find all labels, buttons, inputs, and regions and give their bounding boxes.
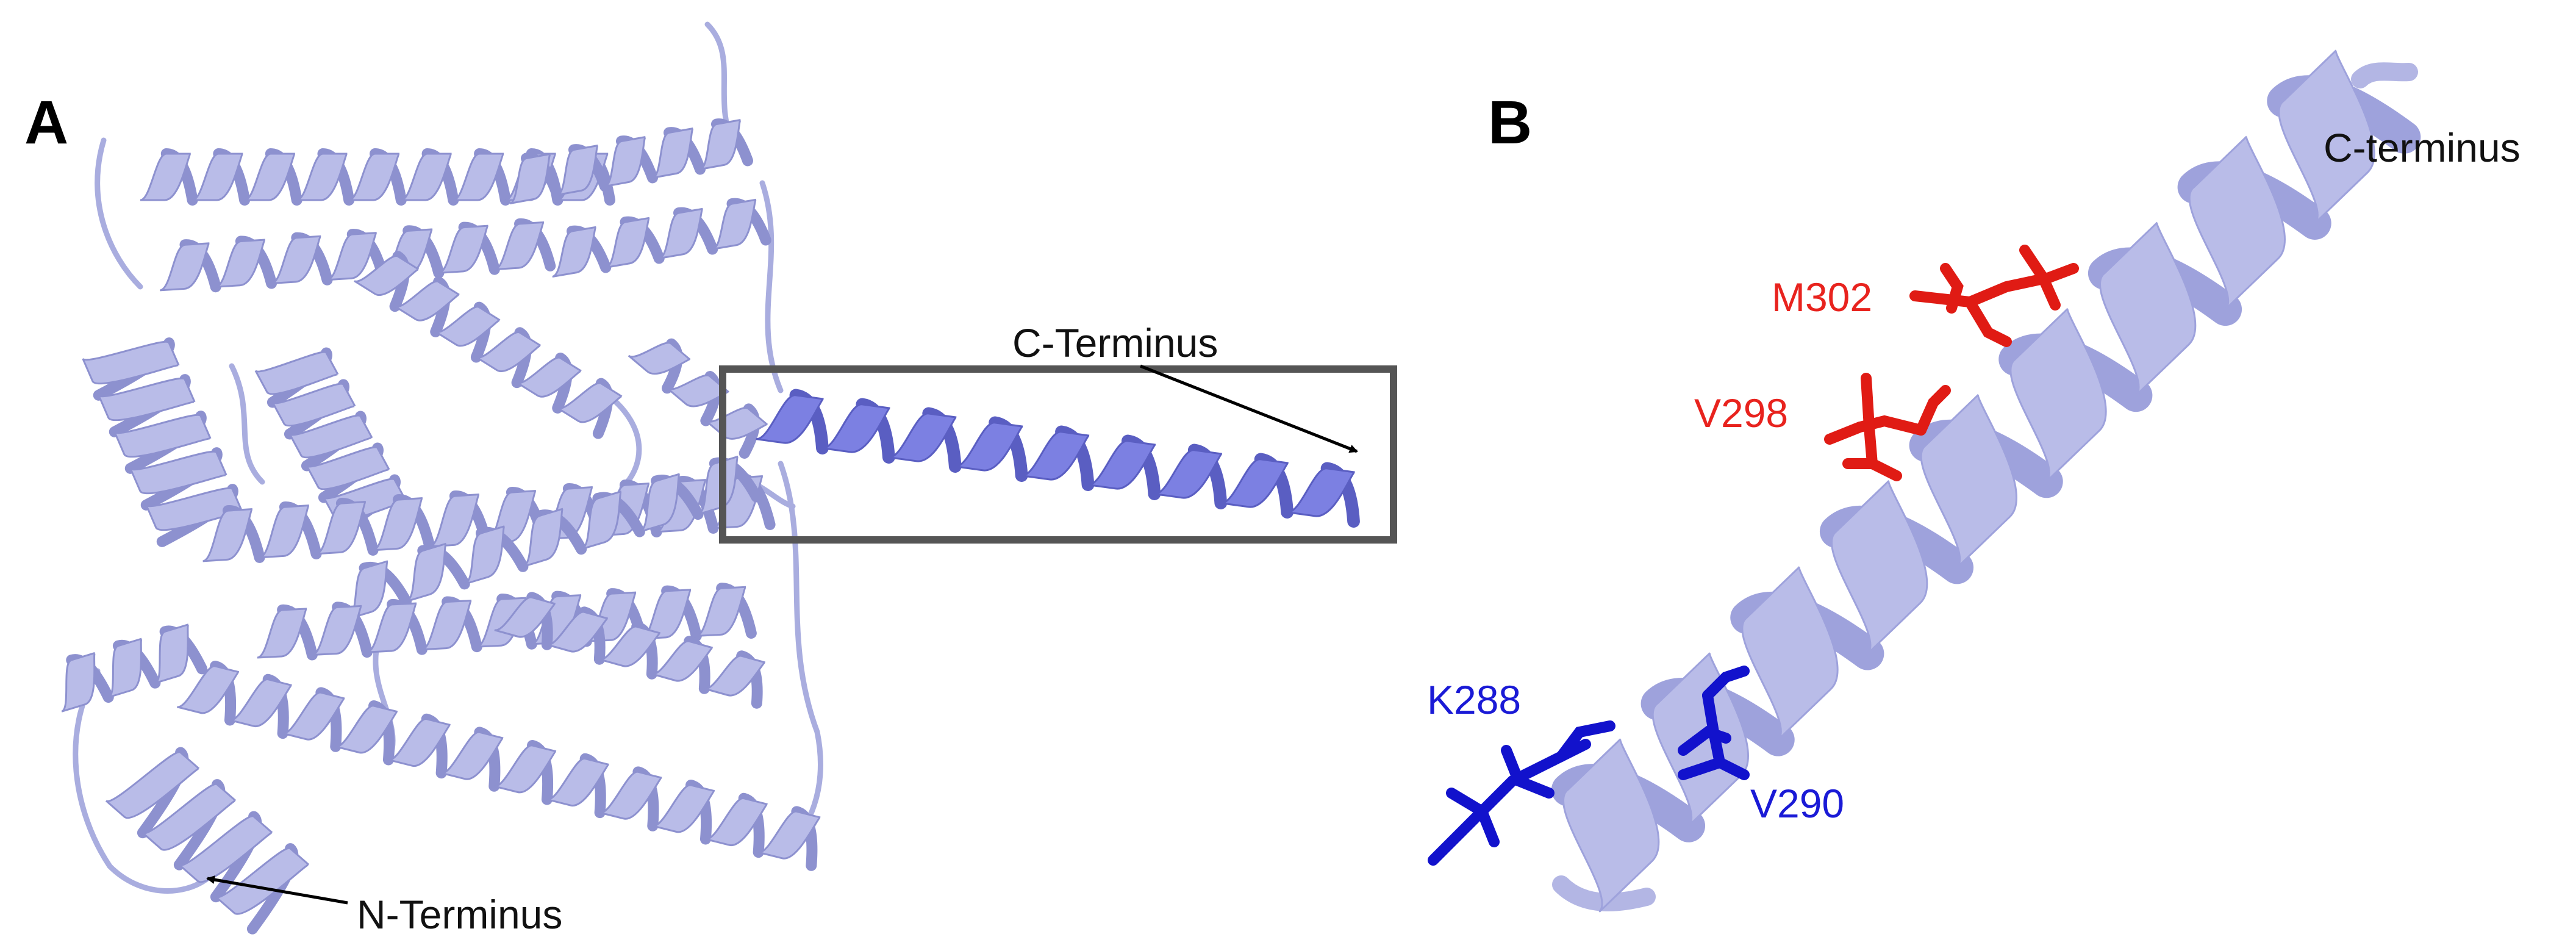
helix-a-13 [105, 747, 310, 935]
c-terminal-helix [756, 389, 1360, 528]
panel-letter-a: A [24, 88, 68, 157]
c-terminal-helix-closeup [1551, 49, 2421, 913]
residue-label-v290: V290 [1750, 781, 1844, 826]
helix-a-9 [347, 455, 762, 620]
helix-a-6 [254, 347, 407, 535]
helices [61, 118, 821, 935]
helix-a-4 [552, 198, 771, 278]
side-chain-k288 [1428, 720, 1615, 866]
helix-highlight [756, 389, 1360, 528]
side-chain-m302 [1909, 245, 2079, 347]
c-terminus-label: C-Terminus [1012, 320, 1218, 365]
side-chain-v290 [1678, 666, 1750, 780]
helix-a-11 [176, 661, 821, 871]
c-terminus-label-b: C-terminus [2324, 125, 2521, 170]
helix-a-15 [628, 338, 768, 459]
helix-a-2 [509, 118, 754, 204]
helix-a-10 [257, 583, 757, 661]
helix-a-1 [140, 148, 615, 206]
helix-a-12 [61, 623, 208, 713]
c-terminus-box [719, 365, 1397, 544]
n-terminus-label: N-Terminus [357, 892, 562, 937]
panel-letter-b: B [1488, 88, 1532, 157]
residue-label-v298: V298 [1694, 390, 1788, 436]
protein-structure [61, 21, 823, 935]
helix-a-3 [159, 218, 556, 293]
c-terminus-arrow [1140, 364, 1358, 453]
helix-a-14 [494, 592, 767, 709]
panel-a: A C-Terminus N-Terminus [24, 21, 1397, 937]
residue-label-m302: M302 [1772, 275, 1872, 320]
n-terminus-arrow [206, 875, 348, 905]
side-chain-v298 [1824, 373, 1951, 481]
panel-b: B C-termin [1427, 49, 2521, 913]
helix-tail-c [2351, 62, 2418, 88]
helix-a-7 [354, 251, 623, 439]
residue-label-k288: K288 [1427, 677, 1521, 722]
helix-b [1551, 49, 2421, 913]
helix-a-5 [82, 337, 243, 547]
